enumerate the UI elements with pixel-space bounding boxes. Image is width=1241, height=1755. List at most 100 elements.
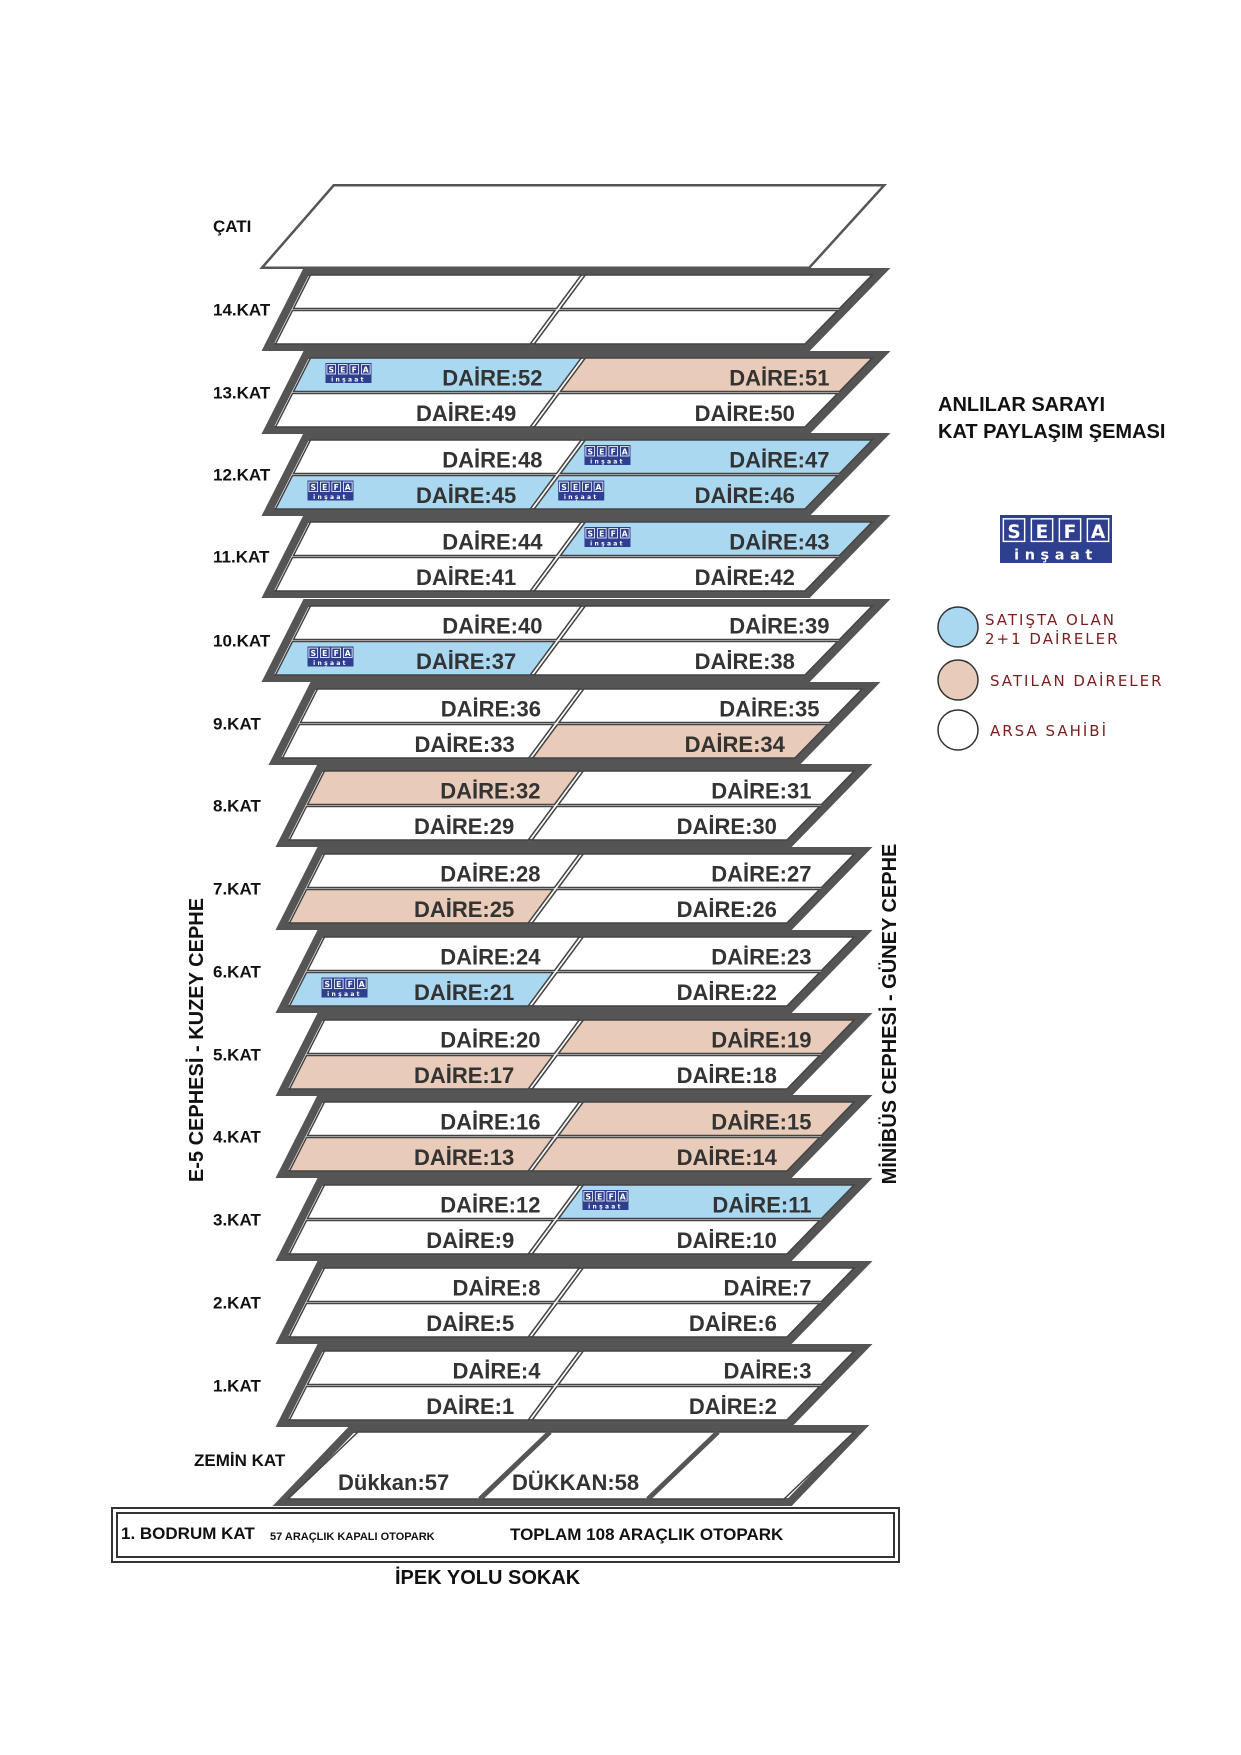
unit-label: DAİRE:30 [677, 814, 777, 839]
legend-label-line-2: 2+1 DAİRELER [985, 629, 1120, 648]
floor-label: 9.KAT [213, 715, 261, 734]
floor-label: 11.KAT [213, 548, 270, 567]
unit-cell: DAİRE:20 [306, 1019, 581, 1055]
unit-cell: DAİRE:33 [281, 723, 555, 759]
side-label-north: E-5 CEPHESİ - KUZEY CEPHE [185, 898, 208, 1182]
logo-subtitle: inşaat [331, 377, 366, 384]
unit-area-owner [530, 1385, 822, 1421]
unit-label: DAİRE:16 [440, 1110, 540, 1135]
unit-area-sale [559, 521, 874, 557]
legend-swatch-sale [937, 606, 979, 648]
unit-label: DAİRE:20 [440, 1028, 540, 1053]
unit-label: DAİRE:29 [414, 814, 514, 839]
unit-cell: DAİRE:4 [306, 1350, 581, 1386]
unit-cell: DAİRE:9 [288, 1219, 555, 1255]
unit-area-owner [274, 556, 557, 592]
unit-label: DAİRE:43 [729, 530, 829, 555]
unit-area-owner [306, 1184, 581, 1220]
unit-cell: DAİRE:49 [274, 392, 557, 428]
unit-area-owner [557, 1350, 856, 1386]
unit-label: DAİRE:27 [711, 862, 811, 887]
logo-letter: E [322, 649, 327, 658]
unit-area-owner [288, 805, 555, 841]
floor-label: 5.KAT [213, 1046, 261, 1065]
floor-label: 7.KAT [213, 880, 261, 899]
unit-area-owner [532, 309, 840, 345]
unit-cell: DAİRE:1 [288, 1385, 555, 1421]
logo-letter: E [336, 980, 341, 989]
unit-label: DAİRE:8 [452, 1276, 540, 1301]
unit-label: DAİRE:21 [414, 980, 514, 1005]
unit-cell: DAİRE:10 [530, 1219, 822, 1255]
title-line-1: ANLILAR SARAYI [938, 394, 1105, 416]
unit-cell: DAİRE:22 [530, 971, 822, 1007]
logo-letter: E [322, 483, 327, 492]
logo-letter: A [345, 483, 351, 492]
logo-letter: E [599, 448, 604, 457]
unit-area-owner [292, 274, 583, 310]
unit-area-sold [531, 723, 830, 759]
unit-cell: DAİRE:25 [288, 888, 555, 924]
unit-label: DAİRE:26 [677, 897, 777, 922]
unit-cell: DAİRE:34 [531, 723, 830, 759]
unit-label: DAİRE:10 [677, 1228, 777, 1253]
floor-label: 1.KAT [213, 1377, 261, 1396]
roof-label: ÇATI [213, 217, 251, 236]
unit-cell: DAİRE:6 [530, 1302, 822, 1338]
unit-area-sold [557, 1019, 856, 1055]
legend-item-sold: SATILAN DAİRELER [937, 659, 1162, 701]
unit-area-owner [559, 274, 874, 310]
unit-cell: DAİRE:19 [557, 1019, 856, 1055]
unit-area-owner [306, 1350, 581, 1386]
logo-letter: E [1036, 522, 1049, 543]
unit-cell: DAİRE:39 [559, 605, 874, 641]
logo-letter: A [622, 448, 628, 457]
logo-letter: S [587, 448, 593, 457]
floor-14-kat [261, 268, 891, 351]
unit-cell: DAİRE:17 [288, 1054, 555, 1090]
unit-area-owner [530, 805, 822, 841]
logo-letter: S [310, 649, 316, 658]
unit-label: DAİRE:6 [689, 1311, 777, 1336]
unit-label: DAİRE:36 [441, 697, 541, 722]
logo-letter: A [620, 1193, 626, 1202]
unit-area-sold [530, 1136, 822, 1172]
unit-cell: DAİRE:51 [559, 357, 874, 393]
unit-area-owner [288, 1302, 555, 1338]
logo-letter: S [587, 530, 593, 539]
logo-letter: F [334, 649, 339, 658]
shop-divider [646, 1430, 720, 1501]
logo-letter: A [359, 980, 365, 989]
basement-closed-parking: 57 ARAÇLIK KAPALI OTOPARK [270, 1531, 435, 1543]
logo-subtitle: inşaat [313, 660, 348, 667]
basement-inner-frame [116, 1512, 895, 1558]
unit-label: DAİRE:45 [416, 483, 516, 508]
unit-label: DAİRE:22 [677, 980, 777, 1005]
unit-area-sold [288, 888, 555, 924]
floor-label: 14.KAT [213, 301, 271, 320]
unit-cell: DAİRE:24 [306, 936, 581, 972]
unit-label: DAİRE:41 [416, 565, 516, 590]
unit-label: DAİRE:4 [452, 1359, 541, 1384]
unit-label: DAİRE:5 [426, 1311, 514, 1336]
basement-total-parking: TOPLAM 108 ARAÇLIK OTOPARK [510, 1525, 784, 1544]
unit-area-sale [557, 1184, 856, 1220]
unit-cell: DAİRE:35 [557, 688, 864, 724]
legend-label: ARSA SAHİBİ [990, 721, 1108, 740]
unit-area-owner [557, 688, 864, 724]
logo-subtitle: inşaat [588, 1204, 623, 1211]
unit-area-sold [288, 1054, 555, 1090]
ground-slab-inner [286, 1431, 856, 1500]
unit-label: DAİRE:49 [416, 401, 516, 426]
unit-label: DAİRE:28 [440, 862, 540, 887]
unit-label: DAİRE:7 [723, 1276, 811, 1301]
floor-label: 3.KAT [213, 1211, 261, 1230]
unit-cell [292, 274, 583, 310]
logo-letter: A [363, 366, 369, 375]
unit-cell: DAİRE:27 [557, 853, 856, 889]
